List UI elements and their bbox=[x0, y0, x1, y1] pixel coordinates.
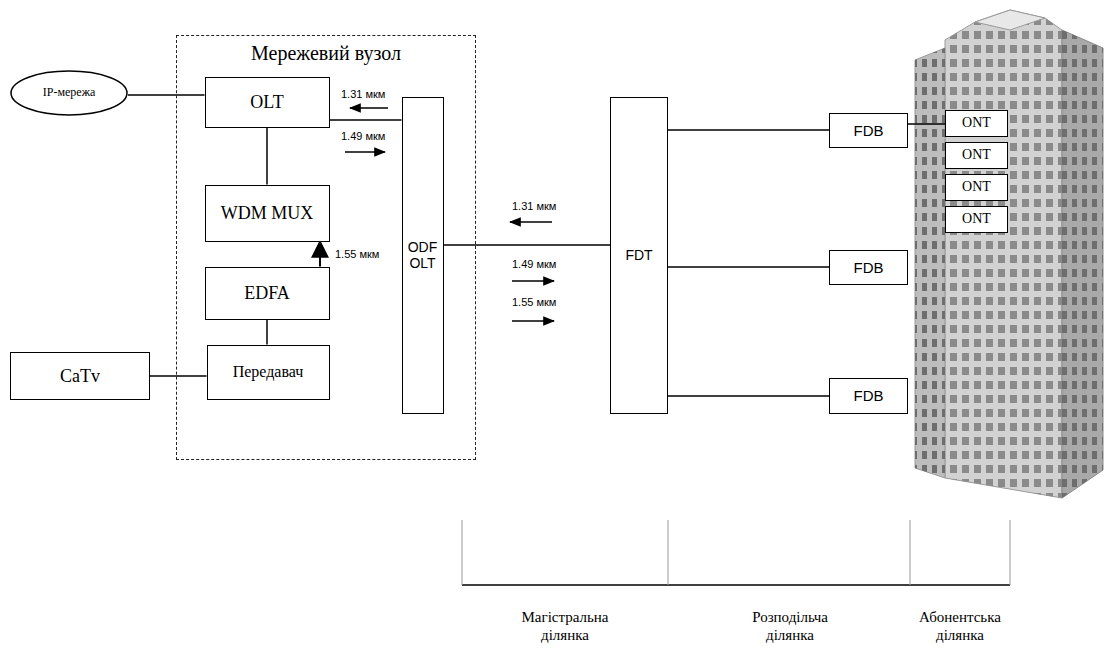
wavelength-label: 1.49 мкм bbox=[341, 130, 401, 143]
node-label: FDT bbox=[625, 247, 652, 263]
upstream-arrow bbox=[350, 107, 388, 109]
node-label: CaTv bbox=[60, 366, 100, 387]
connector bbox=[150, 375, 207, 377]
node-label: ONT bbox=[962, 147, 991, 163]
connector bbox=[266, 320, 268, 345]
ip-network-cloud: IP-мережа bbox=[10, 70, 128, 116]
node-label: FDB bbox=[854, 259, 884, 276]
wavelength-label: 1.55 мкм bbox=[512, 296, 572, 309]
node-label: Передавач bbox=[233, 363, 304, 381]
ont-box: ONT bbox=[945, 110, 1008, 137]
node-label: OLT bbox=[250, 92, 283, 113]
node-label: Мережевий вузол bbox=[251, 42, 401, 65]
olt-box: OLT bbox=[205, 77, 330, 128]
node-label: ONT bbox=[962, 115, 991, 131]
catv-box: CaTv bbox=[10, 352, 150, 400]
connector bbox=[128, 94, 205, 96]
connector bbox=[444, 244, 611, 246]
wdm-mux-box: WDM MUX bbox=[205, 185, 330, 242]
fdb-box: FDB bbox=[829, 378, 908, 414]
section-axis bbox=[462, 520, 1010, 585]
node-label: FDB bbox=[854, 122, 884, 139]
fdb-box: FDB bbox=[829, 250, 908, 285]
wavelength-label: 1.55 мкм bbox=[334, 248, 380, 260]
node-label: ONT bbox=[962, 211, 991, 227]
connector bbox=[908, 123, 945, 125]
odf-box: ODF OLT bbox=[402, 97, 444, 414]
connector bbox=[319, 242, 321, 267]
section-label: Магістральна ділянка bbox=[510, 608, 620, 644]
node-label: FDB bbox=[854, 387, 884, 404]
ont-box: ONT bbox=[945, 206, 1008, 233]
section-label: Розподільча ділянка bbox=[735, 608, 845, 644]
connector bbox=[668, 395, 829, 397]
upstream-arrow bbox=[510, 221, 552, 223]
node-label: IP-мережа bbox=[43, 86, 96, 100]
ont-box: ONT bbox=[945, 142, 1008, 169]
network-node-group: Мережевий вузолOLT WDM MUX EDFA Передавач OD… bbox=[176, 35, 476, 460]
downstream-arrow bbox=[345, 151, 385, 153]
wavelength-label: 1.49 мкм bbox=[512, 258, 572, 271]
connector bbox=[330, 119, 402, 121]
node-label: ODF OLT bbox=[403, 239, 443, 271]
connector bbox=[668, 266, 829, 268]
downstream-arrow bbox=[512, 280, 554, 282]
node-label: WDM MUX bbox=[221, 203, 314, 224]
ont-box: ONT bbox=[945, 174, 1008, 201]
node-label: EDFA bbox=[244, 283, 290, 304]
wavelength-label: 1.31 мкм bbox=[341, 88, 401, 101]
edfa-box: EDFA bbox=[205, 267, 330, 320]
transmitter-box: Передавач bbox=[207, 345, 330, 400]
node-label: ONT bbox=[962, 179, 991, 195]
fdb-box: FDB bbox=[829, 113, 908, 148]
connector bbox=[668, 129, 829, 131]
section-label: Абонентська ділянка bbox=[905, 608, 1015, 644]
connector bbox=[266, 128, 268, 185]
wavelength-label: 1.31 мкм bbox=[512, 200, 572, 213]
downstream-arrow bbox=[512, 320, 554, 322]
building bbox=[915, 10, 1103, 498]
fdt-box: FDT bbox=[610, 97, 668, 414]
